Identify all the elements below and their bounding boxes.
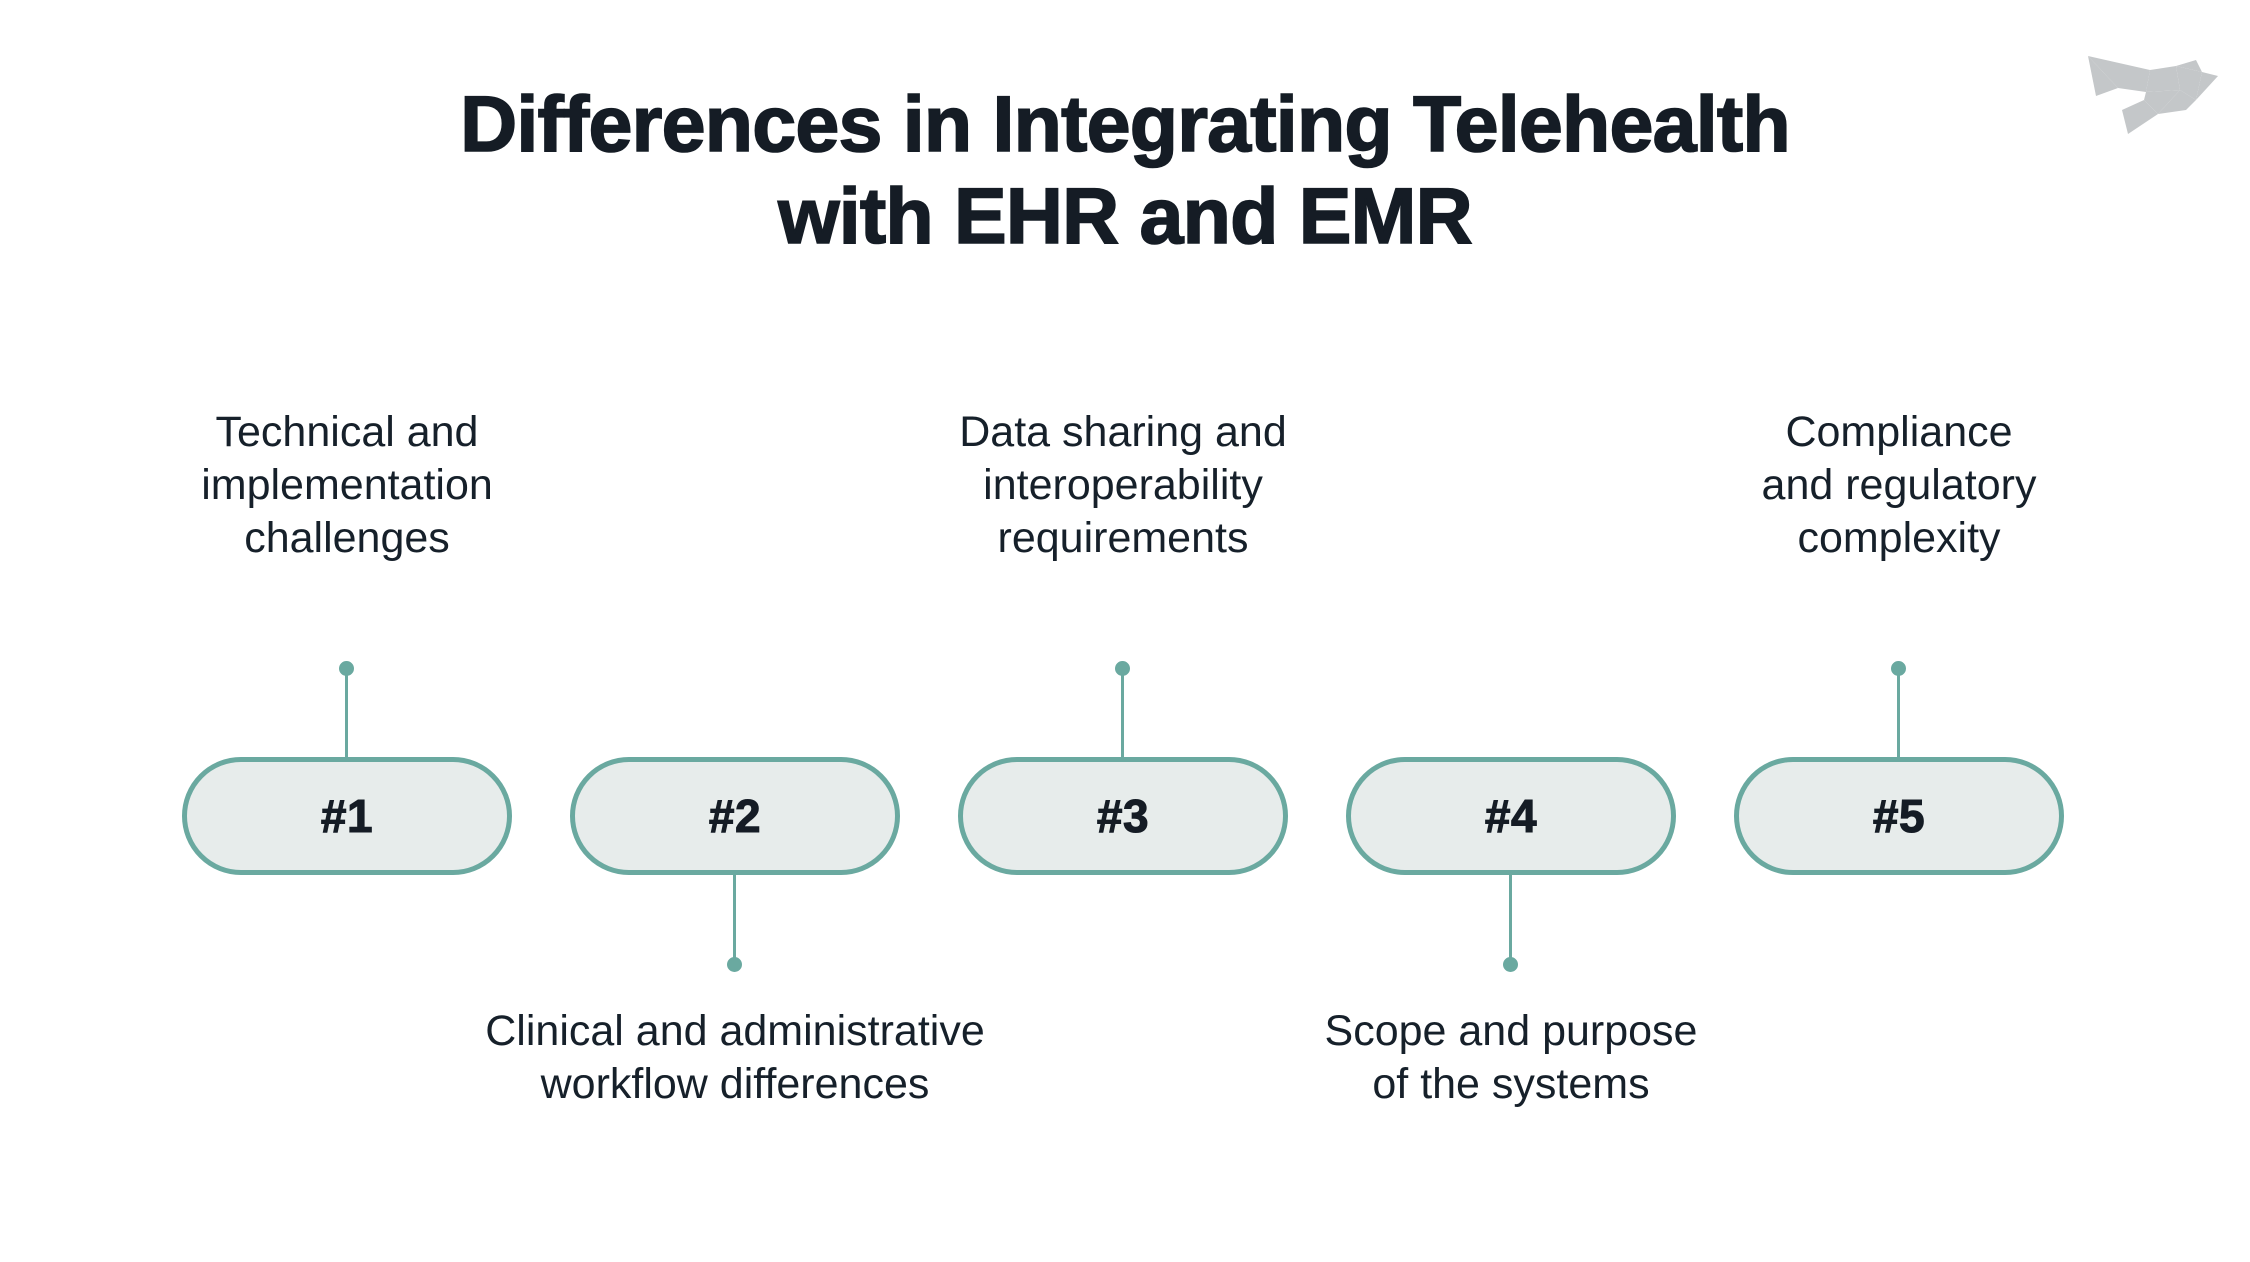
node-2-badge[interactable]: #2 xyxy=(570,757,900,875)
node-1-caption-line-2: implementation xyxy=(201,460,493,509)
node-3-badge-label: #3 xyxy=(1096,789,1150,842)
node-4-connector-dot xyxy=(1503,957,1518,972)
node-3-caption-line-3: requirements xyxy=(997,513,1249,562)
diagram-node-5: Compliance and regulatory complexity #5 xyxy=(1705,0,2093,1262)
node-5-caption-line-1: Compliance xyxy=(1785,408,2013,456)
node-4-connector-line xyxy=(1509,872,1512,964)
diagram-node-1: Technical and implementation challenges … xyxy=(153,0,541,1262)
node-5-badge[interactable]: #5 xyxy=(1734,757,2064,875)
diagram-node-2: #2 Clinical and administrative workflow … xyxy=(485,0,985,1262)
page-title-line-1: Differences in Integrating Telehealth xyxy=(459,78,1791,169)
origami-bird-logo xyxy=(2084,14,2244,134)
node-3-badge[interactable]: #3 xyxy=(958,757,1288,875)
node-2-caption-line-1: Clinical and administrative xyxy=(485,1007,985,1055)
node-1-caption-line-1: Technical and xyxy=(215,408,479,456)
node-4-caption-line-2: of the systems xyxy=(1372,1059,1650,1108)
node-3-caption-line-2: interoperability xyxy=(983,460,1263,509)
node-5-caption-line-3: complexity xyxy=(1797,513,2001,562)
node-2-connector-line xyxy=(733,872,736,964)
node-2-badge-label: #2 xyxy=(708,789,762,842)
node-5-caption: Compliance and regulatory complexity xyxy=(1645,406,2153,565)
node-1-caption-line-3: challenges xyxy=(244,513,450,562)
node-1-badge[interactable]: #1 xyxy=(182,757,512,875)
node-3-connector-line xyxy=(1121,668,1124,760)
node-1-badge-label: #1 xyxy=(320,789,374,842)
node-2-connector-dot xyxy=(727,957,742,972)
node-1-connector-line xyxy=(345,668,348,760)
node-5-badge-label: #5 xyxy=(1872,789,1926,842)
node-3-caption: Data sharing and interoperability requir… xyxy=(869,406,1377,565)
node-4-badge[interactable]: #4 xyxy=(1346,757,1676,875)
page-title: Differences in Integrating Telehealth wi… xyxy=(0,78,2250,261)
node-5-connector-line xyxy=(1897,668,1900,760)
node-4-caption: Scope and purpose of the systems xyxy=(1257,1005,1765,1111)
diagram-node-4: #4 Scope and purpose of the systems xyxy=(1317,0,1705,1262)
node-4-badge-label: #4 xyxy=(1484,789,1538,842)
node-5-caption-line-2: and regulatory xyxy=(1761,460,2037,509)
node-3-caption-line-1: Data sharing and xyxy=(959,408,1287,456)
node-1-caption: Technical and implementation challenges xyxy=(93,406,601,565)
node-2-caption-line-2: workflow differences xyxy=(540,1059,930,1108)
page-title-line-2: with EHR and EMR xyxy=(777,170,1473,261)
node-4-caption-line-1: Scope and purpose xyxy=(1324,1007,1698,1055)
diagram-node-3: Data sharing and interoperability requir… xyxy=(929,0,1317,1262)
node-2-caption: Clinical and administrative workflow dif… xyxy=(481,1005,989,1111)
